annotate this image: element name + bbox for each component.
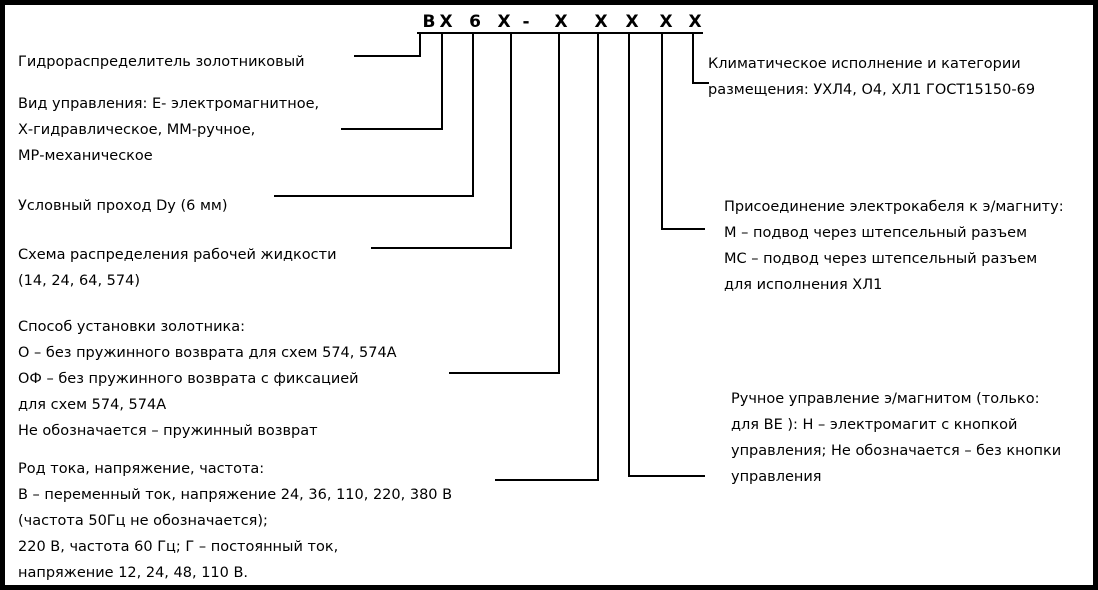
label-line: 220 В, частота 60 Гц; Г – постоянный ток… (18, 539, 339, 555)
label-line: управления (731, 469, 822, 485)
label-line: М – подвод через штепсельный разъем (724, 225, 1028, 241)
label-line: Вид управления: Е- электромагнитное, (18, 96, 320, 112)
label-line: Способ установки золотника: (18, 319, 246, 335)
connector-line-6 (495, 479, 599, 481)
connector-line-5 (449, 372, 560, 374)
connector-line-8 (661, 228, 705, 230)
label-line: МР-механическое (18, 148, 153, 164)
code-char-5: Х (554, 12, 568, 32)
tick-1 (419, 34, 421, 57)
label-nominal-bore: Условный проход Dу (6 мм) (18, 193, 227, 219)
tick-3 (472, 34, 474, 197)
tick-4 (510, 34, 512, 249)
label-line: ОФ – без пружинного возврата с фиксацией (18, 371, 359, 387)
label-line: размещения: УХЛ4, О4, ХЛ1 ГОСТ15150-69 (708, 82, 1036, 98)
label-distributor: Гидрораспределитель золотниковый (18, 49, 305, 75)
label-line: Схема распределения рабочей жидкости (18, 247, 337, 263)
tick-5 (558, 34, 560, 374)
label-climatic-version: Климатическое исполнение и категории раз… (708, 51, 1035, 103)
connector-line-4 (371, 247, 512, 249)
code-char-7: Х (625, 12, 639, 32)
code-underline (417, 32, 703, 34)
code-char-4: Х (497, 12, 511, 32)
label-line: МС – подвод через штепсельный разъем (724, 251, 1038, 267)
label-current-voltage: Род тока, напряжение, частота: В – перем… (18, 456, 453, 585)
label-line: для исполнения ХЛ1 (724, 277, 883, 293)
label-line: В – переменный ток, напряжение 24, 36, 1… (18, 487, 453, 503)
label-line: О – без пружинного возврата для схем 574… (18, 345, 397, 361)
label-line: Условный проход Dу (6 мм) (18, 198, 228, 214)
code-char-2: Х (439, 12, 453, 32)
connector-line-9 (692, 82, 709, 84)
label-line: напряжение 12, 24, 48, 110 В. (18, 565, 249, 581)
label-line: Не обозначается – пружинный возврат (18, 423, 318, 439)
label-line: Ручное управление э/магнитом (только: (731, 391, 1040, 407)
label-fluid-scheme: Схема распределения рабочей жидкости (14… (18, 242, 337, 294)
tick-9 (692, 34, 694, 84)
tick-7 (628, 34, 630, 477)
label-cable-connection: Присоединение электрокабеля к э/магниту:… (724, 194, 1064, 298)
label-spool-setting: Способ установки золотника: О – без пруж… (18, 314, 397, 444)
code-char-3: 6 (469, 12, 481, 32)
tick-6 (597, 34, 599, 481)
label-line: Присоединение электрокабеля к э/магниту: (724, 199, 1064, 215)
label-line: Род тока, напряжение, частота: (18, 461, 265, 477)
code-char-9: Х (688, 12, 702, 32)
label-line: (14, 24, 64, 574) (18, 273, 140, 289)
tick-2 (441, 34, 443, 130)
label-line: Х-гидравлическое, ММ-ручное, (18, 122, 256, 138)
connector-line-2 (341, 128, 443, 130)
connector-line-3 (274, 195, 474, 197)
label-line: для ВЕ ): Н – электромагит с кнопкой (731, 417, 1018, 433)
tick-8 (661, 34, 663, 230)
label-control-type: Вид управления: Е- электромагнитное, Х-г… (18, 91, 319, 169)
connector-line-1 (354, 55, 421, 57)
label-line: Климатическое исполнение и категории (708, 56, 1021, 72)
label-line: управления; Не обозначается – без кнопки (731, 443, 1062, 459)
label-line: для схем 574, 574А (18, 397, 167, 413)
label-manual-override: Ручное управление э/магнитом (только: дл… (731, 386, 1061, 490)
code-char-1: В (422, 12, 436, 32)
label-line: (частота 50Гц не обозначается); (18, 513, 268, 529)
code-char-dash: - (522, 12, 530, 32)
code-char-6: Х (594, 12, 608, 32)
code-char-8: Х (659, 12, 673, 32)
label-line: Гидрораспределитель золотниковый (18, 54, 305, 70)
connector-line-7 (628, 475, 705, 477)
